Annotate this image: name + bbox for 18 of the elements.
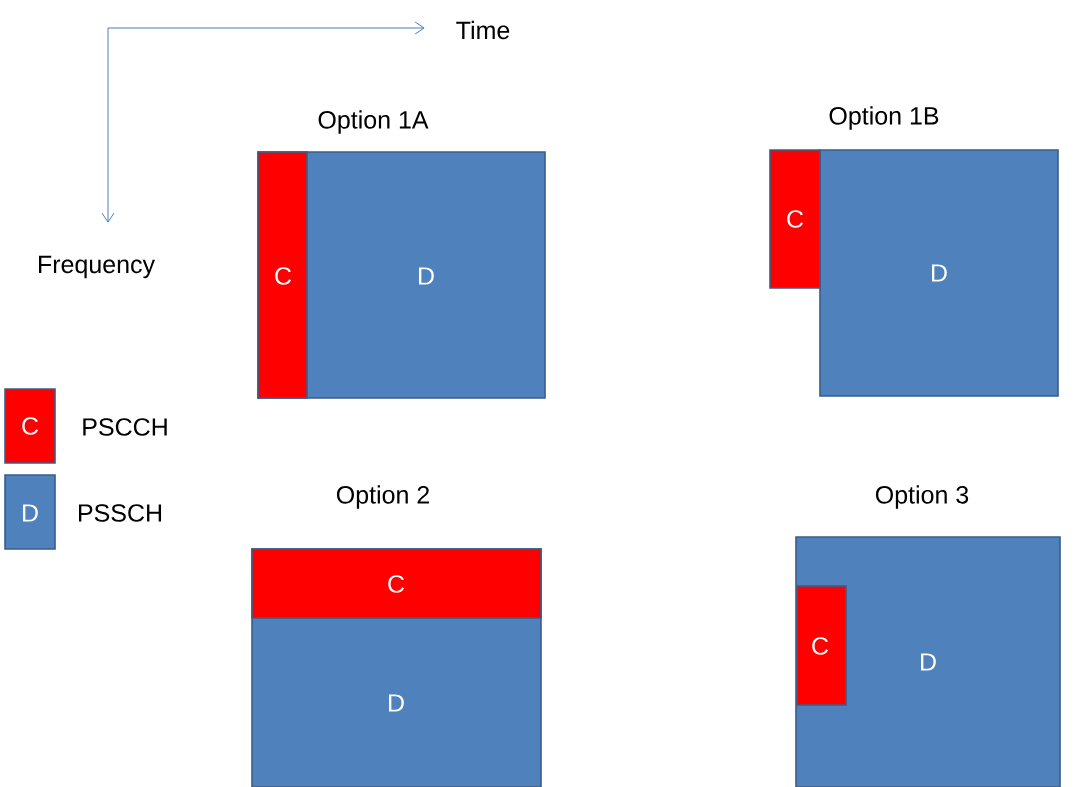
block-letter: D	[419, 267, 434, 285]
block-letter: D	[389, 694, 404, 712]
option-title: Option 1B	[829, 106, 939, 130]
axis-label: Frequency	[39, 255, 155, 279]
option-title: Option 2	[336, 485, 429, 509]
block-letter: C	[787, 210, 804, 228]
channel-name: PSSCH	[79, 504, 162, 522]
block-letter: D	[23, 504, 38, 522]
block-letter: C	[812, 637, 829, 655]
block-letter: C	[388, 575, 405, 593]
block-letter: D	[932, 264, 947, 282]
option-title: Option 3	[875, 485, 969, 509]
option-title: Option 1A	[318, 110, 429, 134]
axis-label: Time	[456, 20, 510, 40]
block-letter: C	[275, 267, 292, 285]
channel-name: PSCCH	[83, 418, 167, 436]
block-letter: D	[921, 653, 936, 671]
block-letter: C	[22, 417, 39, 435]
